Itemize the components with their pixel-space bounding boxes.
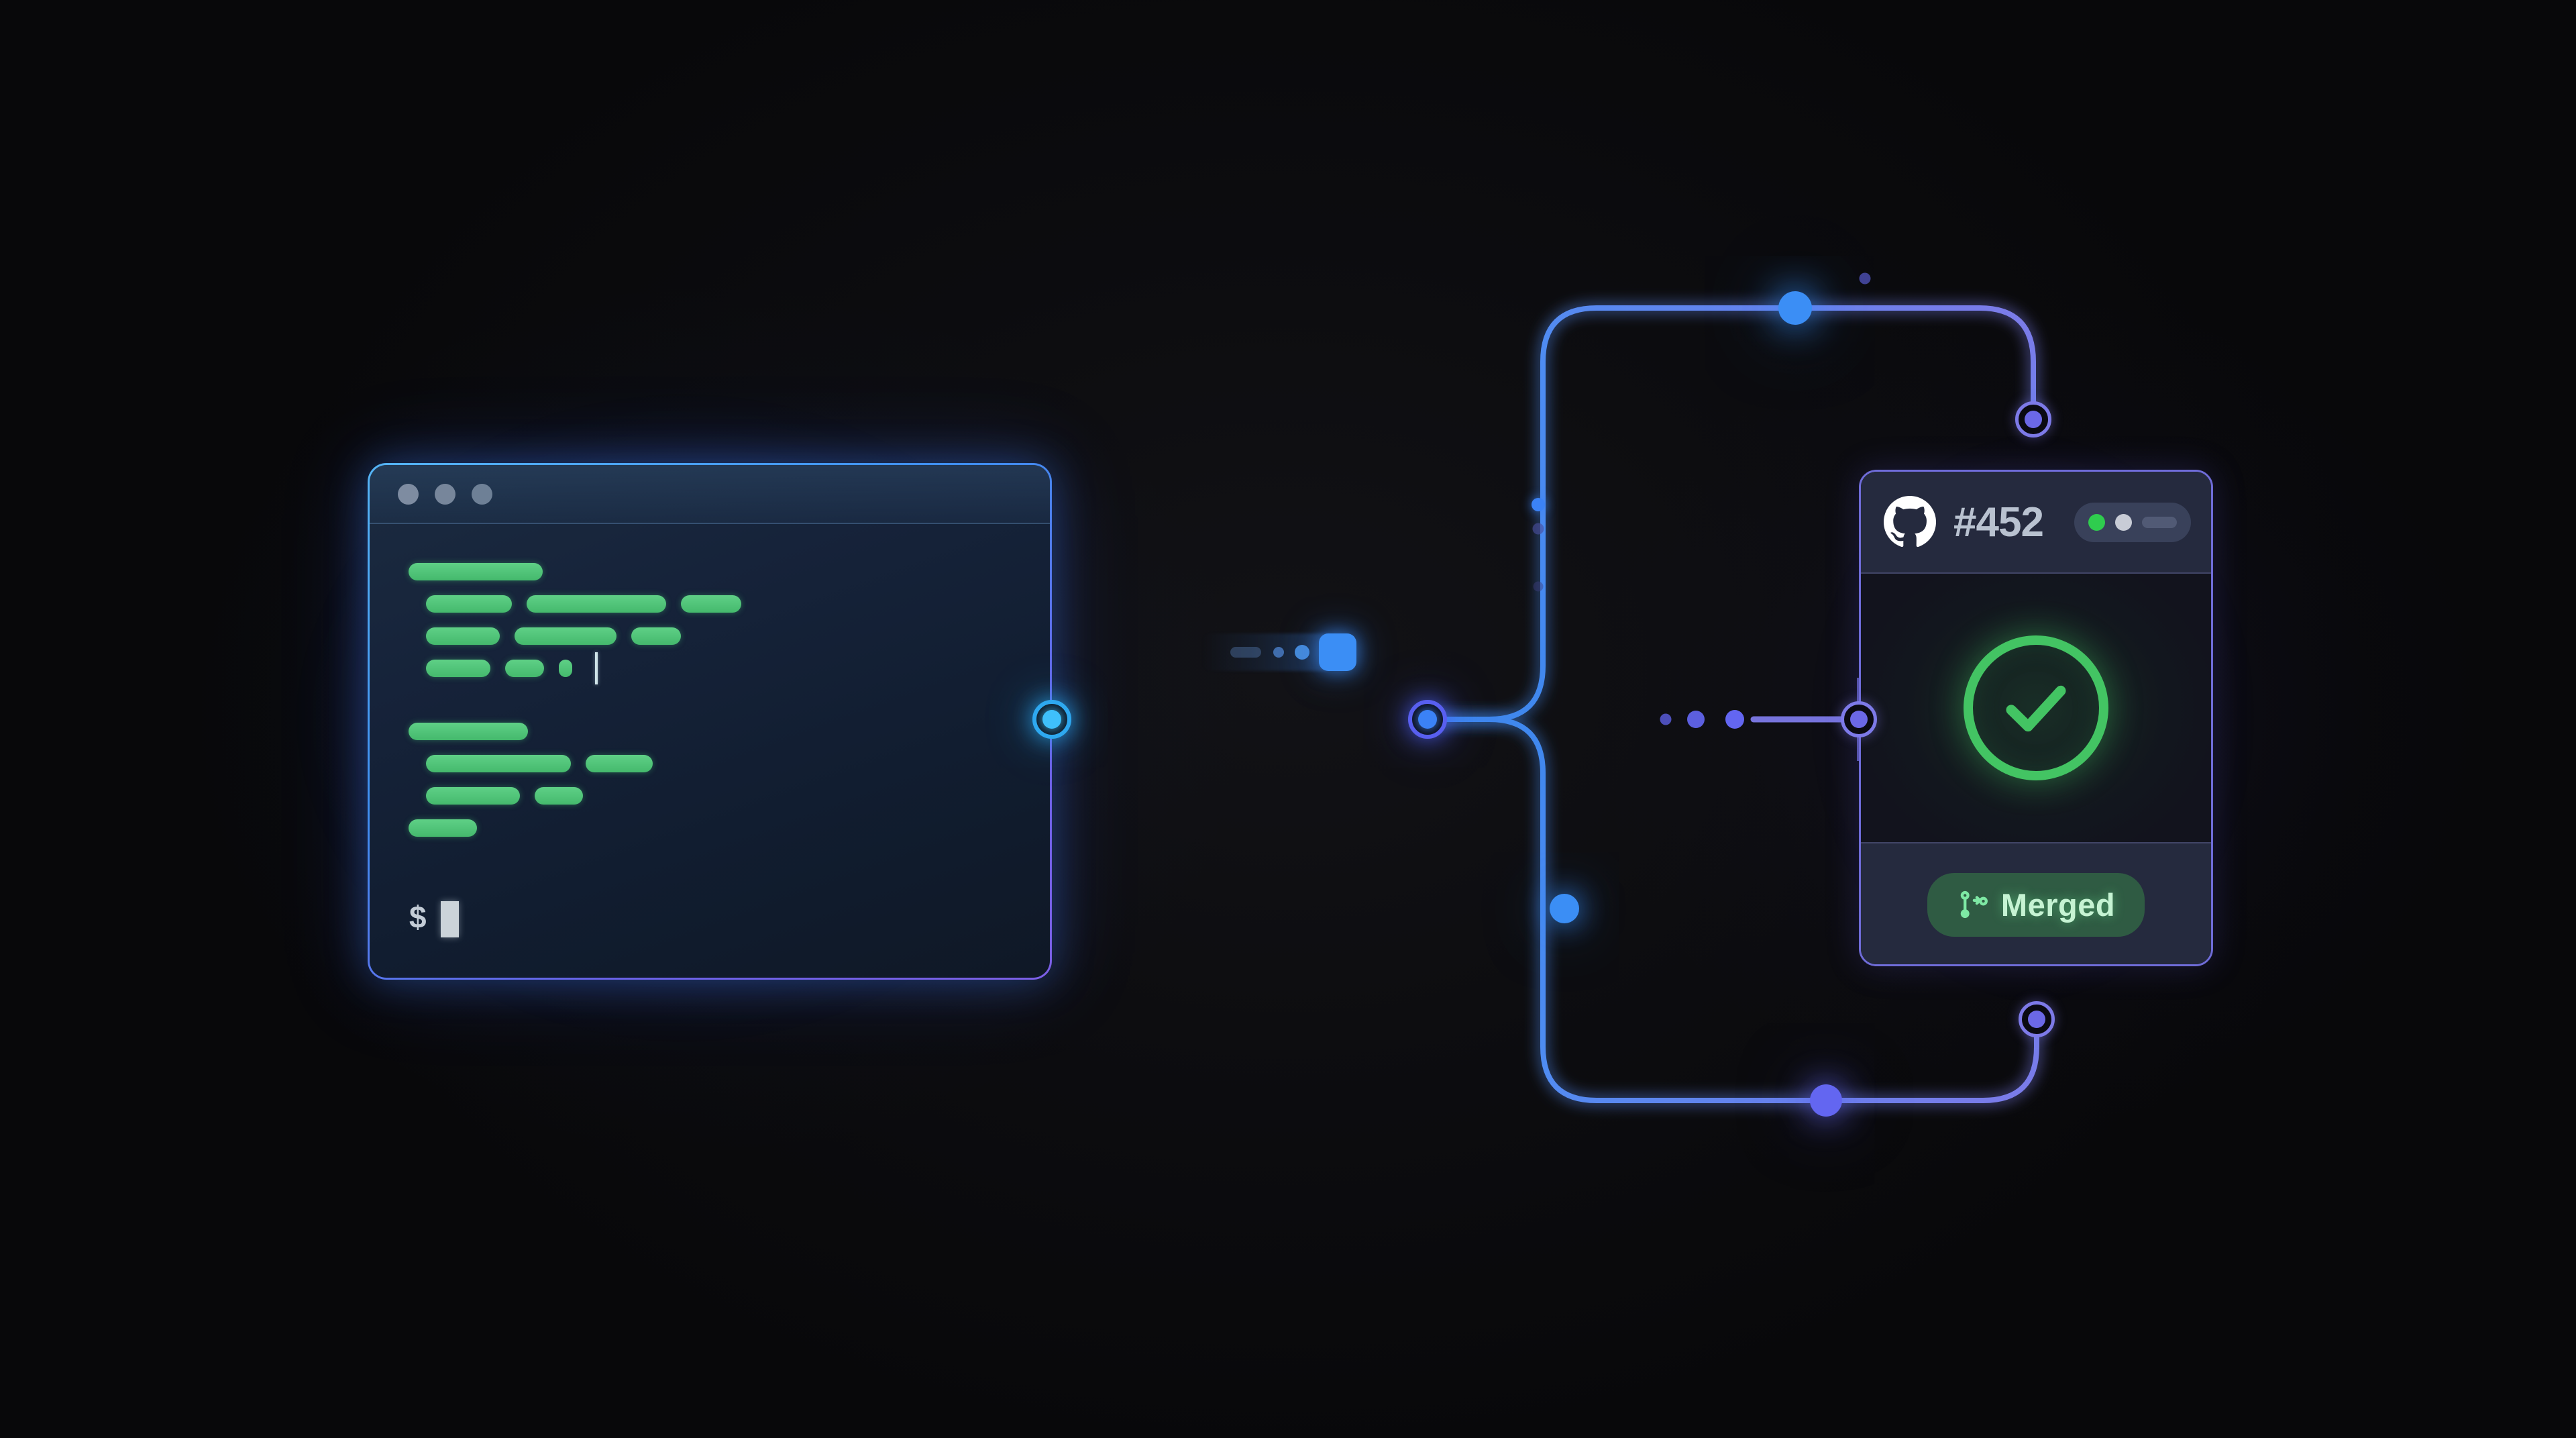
code-token-dot: [559, 660, 572, 677]
check-circle-icon: [1964, 635, 2108, 780]
terminal-code-area: [370, 524, 1050, 837]
top-branch-terminator-node[interactable]: [2015, 401, 2051, 438]
mid-travel-dot-2: [1687, 711, 1705, 728]
github-pull-request-card[interactable]: #452 Merged: [1859, 470, 2213, 966]
card-input-node[interactable]: [1841, 701, 1877, 737]
code-terminal-window[interactable]: $: [368, 463, 1052, 980]
top-spark-dot: [1859, 272, 1871, 285]
vertical-travel-dot-3: [1533, 581, 1544, 592]
status-dot-neutral-icon: [2115, 513, 2132, 531]
data-packet: [1201, 631, 1356, 673]
mid-travel-dot-3: [1725, 710, 1744, 729]
packet-head-block: [1319, 633, 1356, 671]
packet-trail-dot-small: [1273, 647, 1284, 658]
terminal-output-node[interactable]: [1032, 700, 1071, 739]
terminal-titlebar: [370, 465, 1050, 524]
github-card-header: #452: [1861, 472, 2211, 574]
merged-status-badge[interactable]: Merged: [1927, 872, 2145, 937]
packet-trail-dot-large: [1295, 645, 1309, 660]
mid-travel-dot-1: [1660, 713, 1672, 725]
vertical-travel-dot-2: [1532, 523, 1544, 535]
typing-caret: [595, 652, 598, 684]
code-line: [426, 755, 1050, 772]
mid-left-travel-node: [1550, 894, 1579, 923]
ci-status-pill[interactable]: [2074, 502, 2191, 542]
bottom-branch-terminator-node[interactable]: [2019, 1001, 2055, 1037]
pull-request-number: #452: [1953, 499, 2044, 546]
status-bar-pending-icon: [2142, 516, 2177, 528]
pipeline-junction-node[interactable]: [1408, 700, 1447, 739]
terminal-inner-surface: $: [370, 465, 1050, 978]
vertical-travel-dot-1: [1532, 498, 1545, 511]
code-line: [409, 819, 1050, 837]
window-minimize-dot-icon[interactable]: [435, 483, 455, 505]
terminal-prompt-row[interactable]: $: [409, 901, 459, 937]
bottom-branch-travel-node: [1810, 1084, 1842, 1117]
status-dot-passing-icon: [2088, 513, 2105, 531]
merged-status-label: Merged: [2000, 886, 2116, 923]
code-line-active: [426, 652, 1050, 684]
prompt-dollar-sign: $: [409, 902, 427, 937]
code-line: [409, 563, 1050, 580]
code-line: [426, 595, 1050, 613]
github-card-body: [1861, 574, 2211, 842]
window-maximize-dot-icon[interactable]: [472, 483, 492, 505]
top-branch-travel-node: [1778, 291, 1812, 325]
window-close-dot-icon[interactable]: [398, 483, 419, 505]
code-line: [426, 627, 1050, 645]
prompt-block-cursor: [440, 901, 459, 937]
packet-trail-bar: [1230, 647, 1261, 658]
github-logo-icon: [1884, 496, 1936, 548]
code-line: [426, 787, 1050, 805]
github-card-footer: Merged: [1861, 842, 2211, 964]
packet-trail: [1201, 633, 1335, 671]
code-line: [409, 723, 1050, 740]
checkmark-glyph: [2006, 685, 2066, 732]
git-merge-icon: [1960, 890, 1988, 919]
